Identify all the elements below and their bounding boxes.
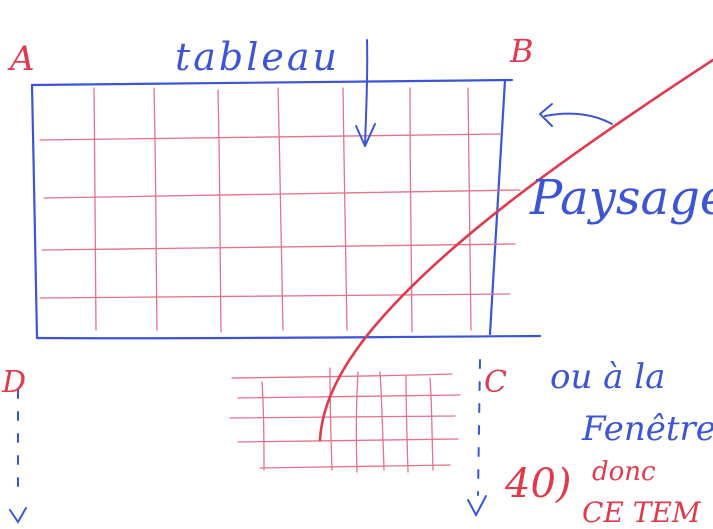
small-grid-horizontal-line — [237, 394, 461, 399]
step-number: 40) — [504, 461, 572, 507]
ce-tem-text: CE TEM — [582, 496, 702, 529]
projection-arrowhead-d — [9, 507, 27, 524]
small-grid-horizontal-line — [259, 464, 451, 469]
small-grid-vertical-line — [329, 367, 333, 471]
grid-horizontal-line — [39, 293, 511, 299]
paysage-label: Paysage — [529, 170, 713, 226]
small-grid-horizontal-line — [229, 415, 456, 419]
grid-vertical-line — [467, 87, 472, 331]
corner-label-d: D — [1, 365, 26, 400]
fenetre-text: Fenêtre — [581, 409, 713, 449]
grid-horizontal-line — [41, 243, 516, 251]
small-grid-horizontal-line — [231, 373, 453, 379]
small-grid-vertical-line — [379, 371, 385, 471]
small-grid-vertical-line — [429, 377, 434, 471]
sight-line — [318, 58, 713, 442]
small-grid-horizontal-line — [237, 438, 459, 443]
small-grid-vertical-line — [261, 381, 265, 471]
projection-lines — [9, 359, 487, 524]
tableau-pointer-arrow — [355, 39, 376, 147]
grid-vertical-line — [409, 87, 413, 333]
ou-a-la-text: ou à la — [550, 357, 665, 397]
paysage-pointer-arrow — [539, 103, 613, 127]
donc-text: donc — [592, 457, 656, 487]
grid-horizontal-line — [39, 133, 501, 141]
grid-vertical-line — [153, 87, 158, 331]
grid-vertical-line — [93, 87, 97, 331]
corner-label-a: A — [7, 39, 35, 79]
tableau-top-edge — [30, 78, 514, 87]
projection-line-c — [477, 359, 481, 496]
small-grid-vertical-line — [405, 375, 409, 473]
corner-label-b: B — [509, 32, 534, 70]
tableau-bottom-edge — [35, 334, 542, 340]
grid-vertical-line — [277, 87, 284, 331]
projection-arrowhead-c — [467, 495, 487, 518]
grid-horizontal-line — [43, 189, 521, 199]
tableau-frame — [30, 78, 542, 340]
tableau-grid — [39, 87, 521, 333]
small-grid — [229, 367, 461, 473]
tableau-label: tableau — [175, 35, 340, 79]
grid-vertical-line — [342, 87, 348, 331]
tableau-left-edge — [30, 83, 39, 340]
corner-label-c: C — [484, 365, 507, 400]
grid-vertical-line — [217, 89, 222, 333]
small-grid-vertical-line — [355, 371, 359, 473]
